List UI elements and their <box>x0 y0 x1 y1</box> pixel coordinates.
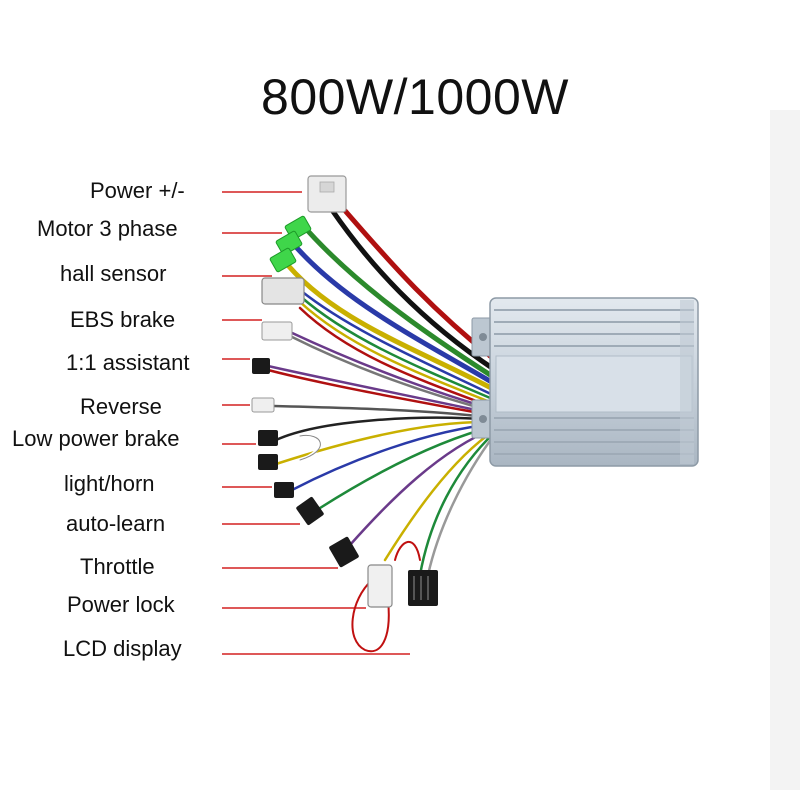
label-ebs-brake: EBS brake <box>70 307 176 332</box>
label-motor-3-phase: Motor 3 phase <box>37 216 178 241</box>
label-light-horn: light/horn <box>64 471 155 496</box>
label-lcd-display: LCD display <box>63 636 182 661</box>
label-assistant: 1:1 assistant <box>66 350 190 375</box>
label-throttle: Throttle <box>80 554 155 579</box>
connector-reverse <box>251 397 275 413</box>
label-reverse: Reverse <box>80 394 162 419</box>
connector-power <box>307 175 347 213</box>
wire-bundle <box>266 202 498 653</box>
connector-low-power-brake-2 <box>258 454 278 470</box>
connector-throttle <box>329 536 359 568</box>
connector-hall-sensor <box>261 277 305 305</box>
label-hall-sensor: hall sensor <box>60 261 167 286</box>
connectors <box>251 175 438 608</box>
connector-power-lock <box>367 564 393 608</box>
background-edge <box>770 110 800 790</box>
connector-motor-3 <box>269 247 297 273</box>
connector-auto-learn <box>296 497 324 525</box>
diagram-title: 800W/1000W <box>261 69 569 125</box>
connector-motor-2 <box>275 230 303 256</box>
label-auto-learn: auto-learn <box>66 511 166 536</box>
label-low-power-brake: Low power brake <box>12 426 180 451</box>
connector-light-horn <box>274 482 294 498</box>
label-power-lock: Power lock <box>67 592 175 617</box>
connector-ebs <box>261 321 293 341</box>
connector-low-power-brake-1 <box>258 430 278 446</box>
label-power: Power +/- <box>90 178 185 203</box>
controller-body <box>471 297 699 467</box>
connector-lcd <box>408 570 438 606</box>
leader-lines <box>222 191 410 655</box>
connector-assistant <box>252 358 270 374</box>
